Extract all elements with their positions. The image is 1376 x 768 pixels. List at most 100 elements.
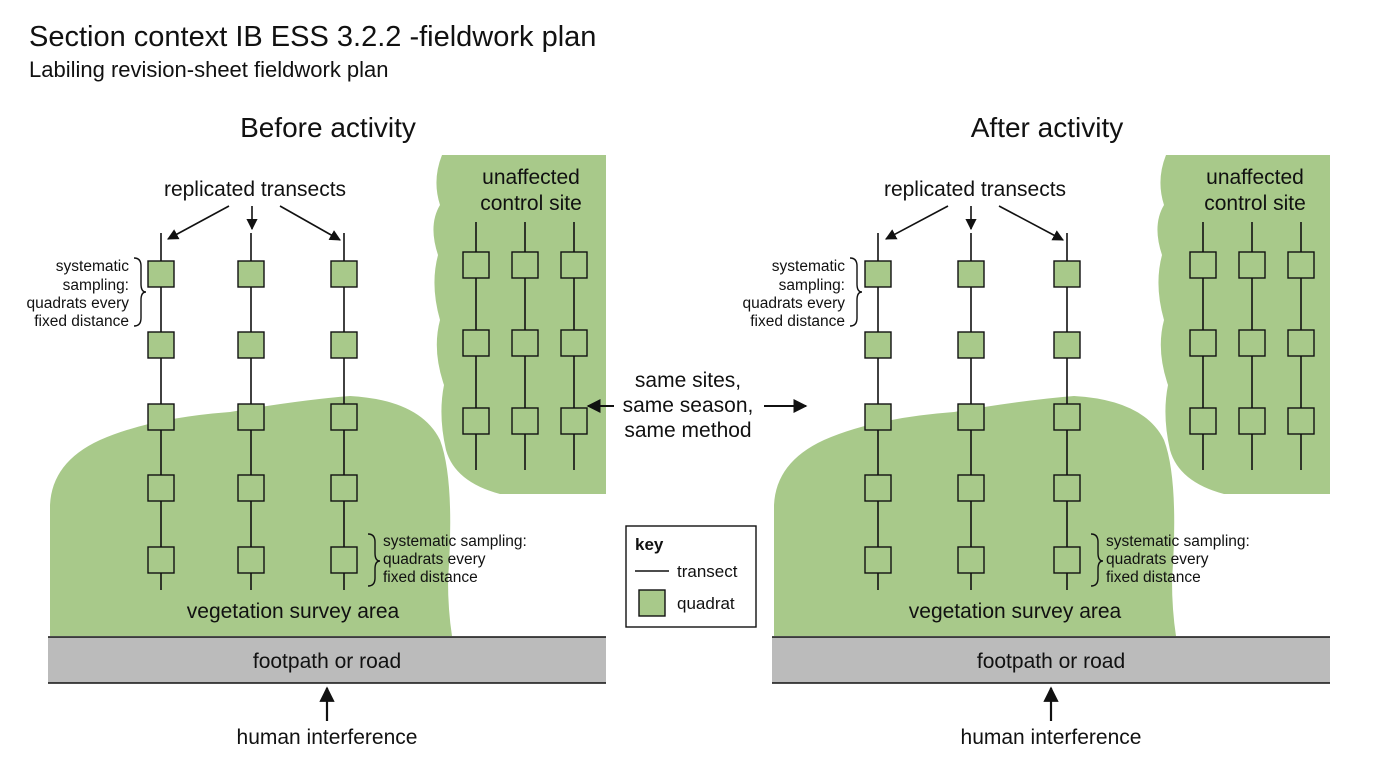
quadrat	[957, 474, 985, 502]
quadrat	[147, 403, 175, 431]
control-site-label: control site	[1204, 192, 1306, 215]
interference-label: human interference	[237, 726, 418, 749]
quadrat	[147, 546, 175, 574]
quadrat	[237, 260, 265, 288]
key-quadrat-swatch	[638, 589, 666, 617]
quadrat	[957, 403, 985, 431]
road-label: footpath or road	[253, 650, 401, 673]
sampling-annotation-left: systematic sampling: quadrats every fixe…	[742, 257, 863, 330]
quadrat	[462, 407, 490, 435]
quadrat	[147, 474, 175, 502]
study-transects	[147, 233, 358, 590]
quadrat	[1053, 331, 1081, 359]
quadrat	[1238, 329, 1266, 357]
comparison-note-line: same method	[624, 419, 751, 442]
brace	[367, 533, 381, 587]
header: Section context IB ESS 3.2.2 -fieldwork …	[29, 18, 596, 84]
annotation-line: systematic	[56, 258, 129, 275]
quadrat	[864, 546, 892, 574]
control-site-label: control site	[480, 192, 582, 215]
transect-pointer-arrow	[279, 205, 341, 241]
quadrat	[330, 260, 358, 288]
annotation-line: quadrats every	[742, 295, 845, 312]
brace	[1090, 533, 1104, 587]
annotation-line: fixed distance	[34, 313, 129, 330]
page-subtitle: Labiling revision-sheet fieldwork plan	[29, 57, 389, 82]
quadrat	[237, 403, 265, 431]
quadrat	[330, 474, 358, 502]
quadrat	[237, 546, 265, 574]
footpath-road	[772, 637, 1330, 683]
quadrat	[957, 331, 985, 359]
quadrat	[1287, 251, 1315, 279]
quadrat	[1053, 546, 1081, 574]
brace	[849, 257, 863, 327]
quadrat	[1238, 407, 1266, 435]
quadrat	[147, 331, 175, 359]
quadrat	[864, 403, 892, 431]
quadrat	[560, 407, 588, 435]
panel-before: Before activity unaffected control site …	[26, 112, 606, 749]
quadrat	[1053, 260, 1081, 288]
annotation-line: systematic sampling:	[1106, 533, 1250, 550]
transects-label: replicated transects	[164, 178, 346, 201]
annotation-line: fixed distance	[383, 569, 478, 586]
annotation-line: systematic	[772, 258, 845, 275]
quadrat	[330, 403, 358, 431]
brace	[133, 257, 147, 327]
transect-pointer-arrow	[885, 205, 949, 240]
survey-area-label: vegetation survey area	[187, 600, 400, 623]
annotation-line: quadrats every	[26, 295, 129, 312]
quadrat	[864, 260, 892, 288]
quadrat	[1189, 407, 1217, 435]
survey-area-label: vegetation survey area	[909, 600, 1122, 623]
quadrat	[237, 331, 265, 359]
comparison-note-line: same sites,	[635, 369, 741, 392]
quadrat	[462, 329, 490, 357]
quadrat	[1053, 474, 1081, 502]
annotation-line: quadrats every	[1106, 551, 1209, 568]
key-title: key	[635, 535, 664, 554]
vegetation-survey-area	[774, 396, 1176, 636]
quadrat	[560, 251, 588, 279]
transect-pointer-arrow	[167, 205, 230, 240]
control-transects	[462, 222, 588, 470]
quadrat	[462, 251, 490, 279]
annotation-line: fixed distance	[1106, 569, 1201, 586]
quadrat	[330, 331, 358, 359]
comparison-note-line: same season,	[623, 394, 754, 417]
legend-key: key transect quadrat	[625, 525, 757, 628]
transects-label: replicated transects	[884, 178, 1066, 201]
control-transects	[1189, 222, 1315, 470]
quadrat	[864, 474, 892, 502]
key-quadrat-label: quadrat	[677, 594, 735, 613]
footpath-road	[48, 637, 606, 683]
quadrat	[1287, 407, 1315, 435]
annotation-line: systematic sampling:	[383, 533, 527, 550]
control-site-label: unaffected	[482, 166, 580, 189]
study-transects	[864, 233, 1081, 590]
annotation-line: quadrats every	[383, 551, 486, 568]
annotation-line: sampling:	[779, 277, 845, 294]
quadrat	[1287, 329, 1315, 357]
quadrat	[511, 251, 539, 279]
quadrat	[1189, 329, 1217, 357]
key-transect-label: transect	[677, 562, 738, 581]
sampling-annotation-left: systematic sampling: quadrats every fixe…	[26, 257, 147, 330]
page-title: Section context IB ESS 3.2.2 -fieldwork …	[29, 21, 597, 53]
sampling-annotation-right: systematic sampling: quadrats every fixe…	[1090, 533, 1250, 587]
interference-label: human interference	[961, 726, 1142, 749]
quadrat	[511, 329, 539, 357]
quadrat	[1189, 251, 1217, 279]
quadrat	[147, 260, 175, 288]
quadrat	[1238, 251, 1266, 279]
panel-title: After activity	[971, 112, 1123, 143]
quadrat	[957, 546, 985, 574]
comparison-note: same sites, same season, same method	[586, 369, 808, 442]
annotation-line: sampling:	[63, 277, 129, 294]
quadrat	[511, 407, 539, 435]
quadrat	[957, 260, 985, 288]
transect-pointer-arrow	[998, 205, 1064, 241]
road-label: footpath or road	[977, 650, 1125, 673]
